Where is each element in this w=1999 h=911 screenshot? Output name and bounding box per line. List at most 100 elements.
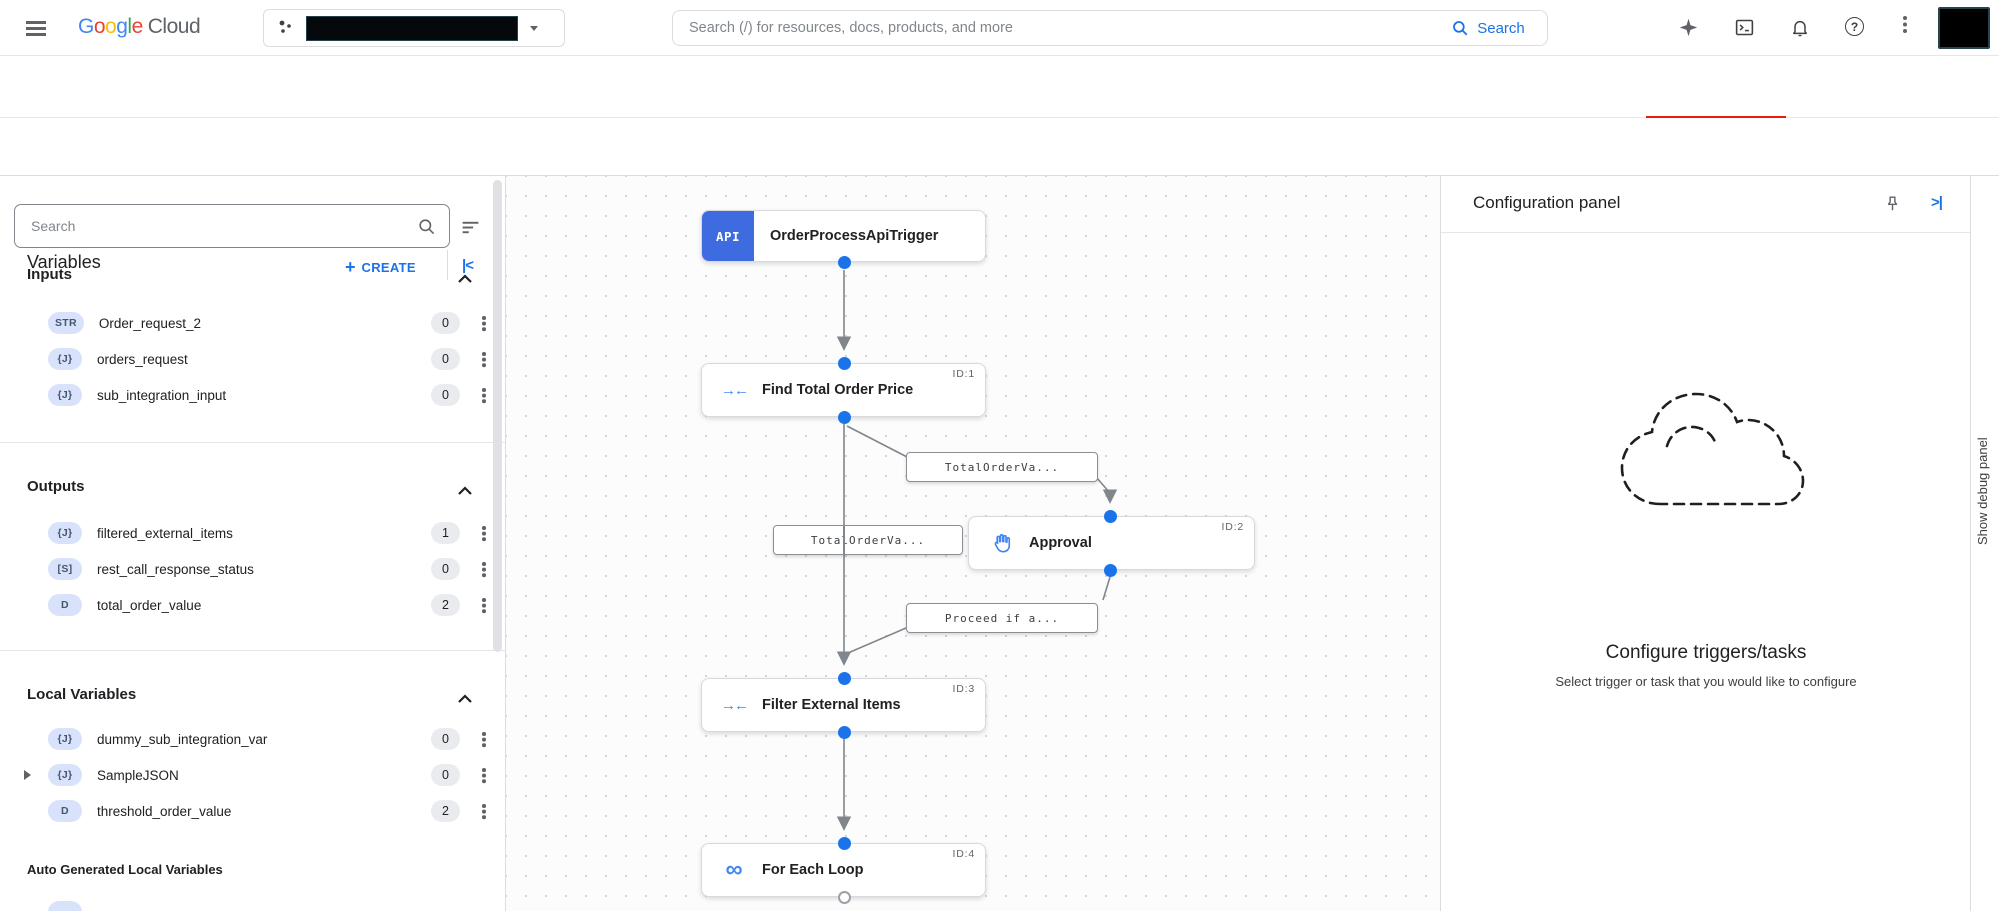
inputs-section-title: Inputs — [27, 266, 72, 283]
collapse-locals-icon[interactable] — [458, 690, 472, 708]
variables-search-input[interactable] — [15, 205, 449, 247]
more-options-icon[interactable] — [476, 730, 492, 748]
node-find-total-order-price[interactable]: ID:1 →← Find Total Order Price — [701, 363, 986, 417]
connector-dot[interactable] — [1103, 563, 1117, 577]
node-filter-external-items[interactable]: ID:3 →← Filter External Items — [701, 678, 986, 732]
configuration-panel: Configuration panel >| Configure trigger… — [1440, 176, 1971, 911]
collapse-inputs-icon[interactable] — [458, 270, 472, 288]
connector-dot[interactable] — [837, 255, 851, 269]
project-name-redacted — [306, 15, 518, 41]
variable-type-badge: {J} — [48, 764, 82, 786]
node-order-process-api-trigger[interactable]: API OrderProcessApiTrigger — [701, 210, 986, 262]
editor-toolbar: Variables + CREATE |< TRIGGERS TASKS ↶ ↷… — [0, 118, 1999, 280]
node-approval[interactable]: ID:2 Approval — [968, 516, 1255, 570]
edge-label[interactable]: TotalOrderVa... — [773, 525, 963, 555]
global-search — [672, 10, 1430, 46]
collapse-panel-icon[interactable]: |< — [462, 257, 474, 274]
integration-header: ← ExampleIntegration-EcomOrderProcessing… — [0, 56, 1999, 167]
edge-line-segment — [843, 526, 845, 554]
node-id-label: ID:3 — [952, 683, 975, 695]
connector-dot-hollow[interactable] — [837, 890, 851, 904]
help-icon[interactable]: ? — [1845, 17, 1864, 36]
menu-icon[interactable] — [26, 21, 46, 24]
logo-letter: e — [131, 15, 144, 38]
variable-count-badge: 1 — [431, 522, 460, 544]
variable-row[interactable]: D threshold_order_value 2 — [0, 794, 492, 828]
variable-row[interactable]: STR Order_request_2 0 — [0, 306, 492, 340]
connector-dot[interactable] — [837, 725, 851, 739]
more-options-icon[interactable] — [476, 766, 492, 784]
more-options-icon[interactable] — [476, 802, 492, 820]
node-for-each-loop[interactable]: ID:4 ∞ For Each Loop — [701, 843, 986, 897]
more-options-icon[interactable] — [476, 524, 492, 542]
connector-dot[interactable] — [837, 836, 851, 850]
variable-count-badge: 2 — [431, 594, 460, 616]
connector-dot[interactable] — [1103, 509, 1117, 523]
variable-row[interactable]: {J} sub_integration_input 0 — [0, 378, 492, 412]
edge-label[interactable]: Proceed if a... — [906, 603, 1098, 633]
variable-name: Order_request_2 — [98, 315, 201, 331]
avatar[interactable] — [1938, 7, 1990, 49]
edge-label[interactable]: TotalOrderVa... — [906, 452, 1098, 482]
global-search-input[interactable] — [673, 11, 1429, 45]
variable-name: sub_integration_input — [97, 387, 227, 403]
global-search-button[interactable]: Search — [1429, 10, 1548, 46]
loop-icon: ∞ — [725, 856, 743, 883]
variable-row[interactable]: {J} dummy_sub_integration_var 0 — [0, 722, 492, 756]
more-options-icon[interactable] — [476, 386, 492, 404]
approval-hand-icon — [985, 532, 1017, 555]
data-mapping-icon: →← — [721, 381, 749, 399]
variable-row[interactable]: {J} SampleJSON 0 — [0, 758, 492, 792]
show-debug-panel-button[interactable]: Show debug panel — [1975, 437, 1990, 545]
cloud-shell-icon[interactable] — [1734, 17, 1755, 38]
variable-row[interactable]: {J} orders_request 0 — [0, 342, 492, 376]
integration-canvas[interactable]: TotalOrderVa... TotalOrderVa... Proceed … — [506, 176, 1440, 911]
collapse-outputs-icon[interactable] — [458, 482, 472, 500]
chevron-down-icon — [530, 25, 538, 31]
connector-dot[interactable] — [837, 356, 851, 370]
variable-name: filtered_external_items — [97, 525, 233, 541]
variable-row[interactable]: [S] rest_call_response_status 0 — [0, 552, 492, 586]
edge-connectors — [836, 270, 1118, 831]
project-dots-icon — [279, 20, 291, 33]
pin-icon[interactable] — [1883, 193, 1902, 219]
logo-letter: o — [93, 15, 106, 38]
node-id-label: ID:4 — [952, 848, 975, 860]
node-title: Find Total Order Price — [762, 382, 914, 398]
search-icon — [419, 219, 435, 235]
auto-generated-section-title: Auto Generated Local Variables — [27, 862, 223, 877]
variable-count-badge: 0 — [431, 764, 460, 786]
more-options-icon[interactable] — [476, 560, 492, 578]
sidebar-scrollbar[interactable] — [493, 180, 502, 652]
connector-dot[interactable] — [837, 671, 851, 685]
divider — [0, 650, 505, 651]
project-selector[interactable] — [263, 9, 565, 47]
outputs-section-title: Outputs — [27, 478, 85, 495]
variable-count-badge: 2 — [431, 800, 460, 822]
sort-icon[interactable] — [460, 217, 481, 243]
variable-row[interactable]: {J} filtered_external_items 1 — [0, 516, 492, 550]
node-title: For Each Loop — [762, 862, 864, 878]
create-variable-button[interactable]: + CREATE — [345, 257, 416, 278]
variable-type-badge: [S] — [48, 558, 82, 580]
more-options-icon[interactable] — [476, 350, 492, 368]
more-options-icon[interactable] — [476, 314, 492, 332]
expand-arrow-icon[interactable] — [24, 770, 31, 780]
local-variables-section-title: Local Variables — [27, 686, 137, 703]
connector-dot[interactable] — [837, 410, 851, 424]
variable-row[interactable]: D total_order_value 2 — [0, 588, 492, 622]
variable-name: SampleJSON — [97, 767, 179, 783]
logo-letter: G — [78, 15, 94, 38]
more-options-icon[interactable] — [1903, 16, 1907, 20]
gemini-sparkle-icon[interactable] — [1678, 17, 1699, 38]
collapse-right-icon[interactable]: >| — [1931, 194, 1943, 211]
notifications-bell-icon[interactable] — [1790, 17, 1810, 38]
variable-count-badge: 0 — [431, 348, 460, 370]
node-title: Filter External Items — [762, 697, 901, 713]
more-options-icon[interactable] — [476, 596, 492, 614]
configuration-panel-title: Configuration panel — [1473, 193, 1621, 212]
variable-type-badge: D — [48, 594, 82, 616]
variable-type-badge: STR — [48, 312, 84, 334]
